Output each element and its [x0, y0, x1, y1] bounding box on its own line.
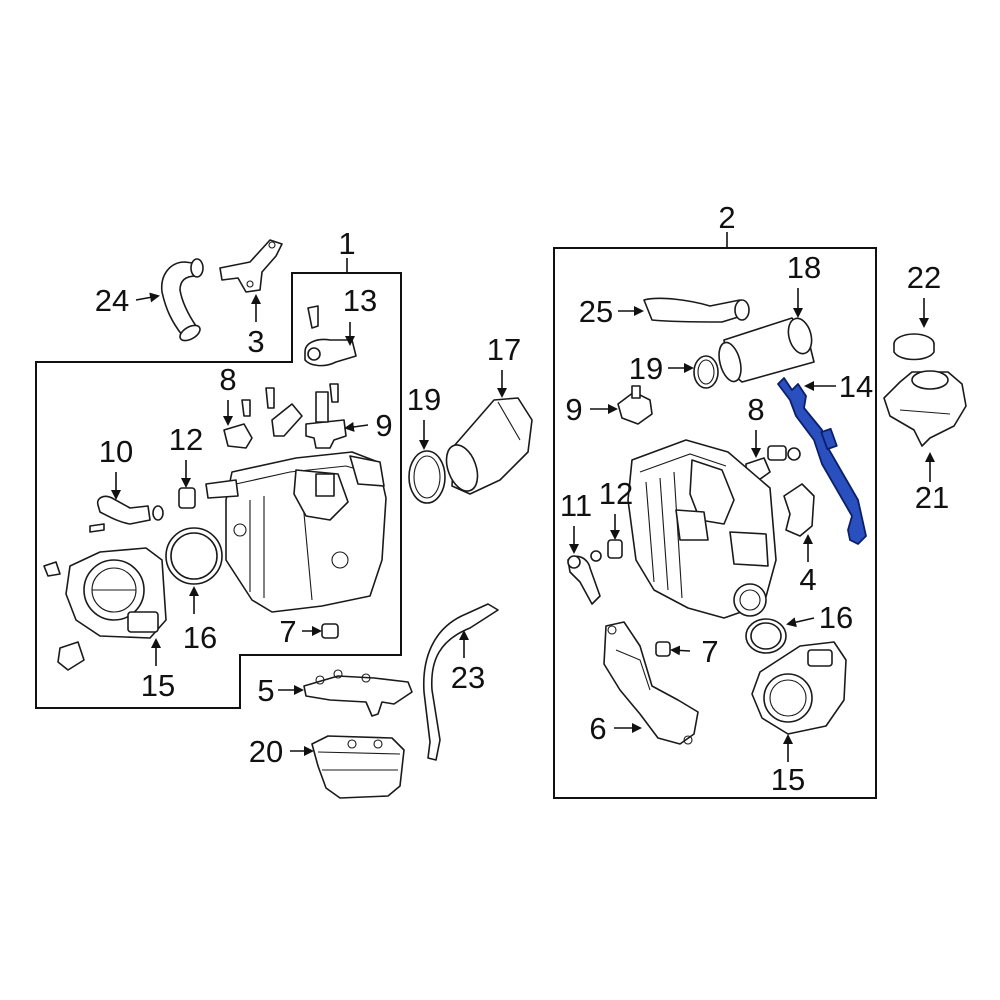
clamp-part-19-left: [408, 450, 446, 504]
callout-7-left: 7: [279, 614, 296, 649]
callout-5: 5: [257, 673, 274, 708]
group-box-1: [35, 272, 402, 709]
callout-7-right: 7: [701, 634, 718, 669]
plug-part-7-left: [321, 623, 339, 639]
callout-9-left: 9: [375, 408, 392, 443]
gasket-part-16-right: [745, 618, 787, 654]
callout-16-right: 16: [819, 600, 853, 635]
callout-24: 24: [95, 283, 129, 318]
plug-part-7-right: [655, 641, 671, 657]
callout-25: 25: [579, 294, 613, 329]
hose-part-11: [567, 555, 601, 605]
hose-part-25: [643, 297, 750, 323]
bracket-part-4: [783, 483, 815, 537]
fitting-part-13: [304, 305, 357, 367]
reservoir-part-20: [311, 735, 405, 799]
callout-17: 17: [487, 332, 521, 367]
intake-pipe-part-18: [718, 317, 815, 383]
intercooler-part-1: [205, 451, 387, 613]
sensor-part-8-left: [223, 383, 339, 449]
callout-15-left: 15: [141, 668, 175, 703]
seal-part-12-right: [590, 539, 623, 562]
callout-11: 11: [560, 488, 592, 523]
callout-16-left: 16: [183, 620, 217, 655]
seal-part-12-left: [178, 487, 196, 509]
intercooler-part-2: [627, 439, 777, 619]
group-box-2: [553, 247, 877, 799]
valve-part-9-right: [617, 385, 653, 425]
callout-20: 20: [249, 734, 283, 769]
callout-18: 18: [787, 250, 821, 285]
callout-6: 6: [589, 711, 606, 746]
callout-4: 4: [799, 562, 816, 597]
callout-19-left: 19: [407, 382, 441, 417]
callout-23: 23: [451, 660, 485, 695]
throttle-body-part-15-left: [43, 547, 167, 671]
valve-part-9-left: [305, 391, 347, 449]
hose-part-24: [160, 258, 204, 342]
callout-15-right: 15: [771, 762, 805, 797]
callout-12-left: 12: [169, 422, 203, 457]
hose-part-10: [89, 495, 164, 533]
callout-19-right: 19: [629, 351, 663, 386]
callout-10: 10: [99, 434, 133, 469]
callout-9-right: 9: [565, 392, 582, 427]
cap-part-22: [893, 333, 935, 361]
bracket-part-5: [303, 669, 413, 717]
callout-1: 1: [338, 226, 355, 261]
callout-12-right: 12: [599, 476, 633, 511]
bracket-part-6: [603, 621, 699, 745]
intake-pipe-part-17: [445, 397, 533, 495]
gasket-part-16-left: [165, 527, 223, 585]
callout-3: 3: [247, 324, 264, 359]
hose-part-23: [422, 603, 499, 761]
callout-2: 2: [718, 200, 735, 235]
callout-21: 21: [915, 480, 949, 515]
reservoir-part-21: [883, 370, 967, 447]
clamp-part-19-right: [693, 355, 719, 389]
callout-22: 22: [907, 260, 941, 295]
callout-8-left: 8: [219, 362, 236, 397]
bracket-part-3: [219, 239, 283, 293]
callout-14: 14: [839, 369, 873, 404]
throttle-body-part-15-right: [751, 641, 847, 735]
callout-13: 13: [343, 283, 377, 318]
tube-part-14-highlighted: [777, 377, 867, 545]
callout-8-right: 8: [747, 392, 764, 427]
